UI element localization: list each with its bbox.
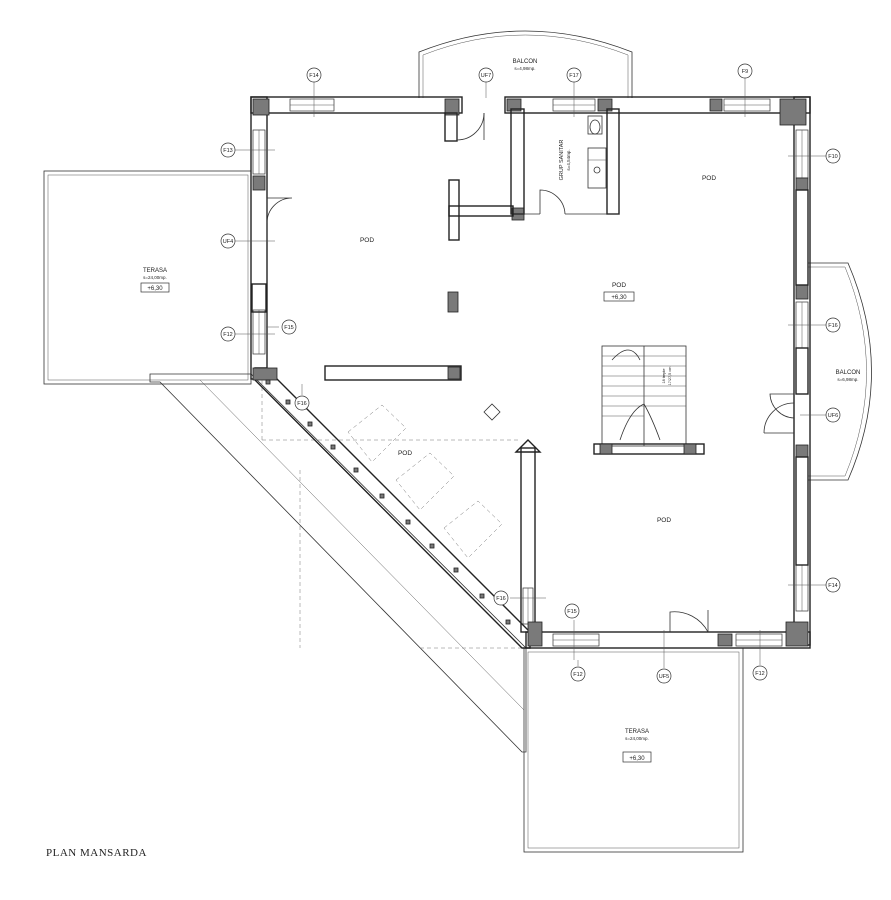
tag-f15-low: F15 [567, 609, 576, 615]
tag-f16-low: F16 [496, 596, 505, 602]
tag-uf4: UF4 [223, 239, 233, 245]
stairs-note-1: 18 trepte [662, 369, 666, 384]
tag-leaders [235, 78, 826, 668]
terrace-bottom [523, 647, 744, 853]
outer-walls [250, 96, 811, 649]
tag-f9: F9 [742, 69, 748, 75]
grup-sanitar-name: GRUP SANITAR [559, 140, 565, 181]
tag-f12-bottom: F12 [573, 672, 582, 678]
doors [266, 112, 795, 633]
tag-f16-right: F16 [828, 323, 837, 329]
diagonal-posts [265, 379, 511, 625]
tag-f12-left: F12 [223, 332, 232, 338]
columns [252, 98, 809, 647]
balcony-right-area: s=6,98mp. [837, 377, 858, 382]
tag-f16-diag: F16 [297, 401, 306, 407]
tag-f14-right: F14 [828, 583, 837, 589]
tag-f10: F10 [828, 154, 837, 160]
balcony-right-name: BALCON [836, 370, 861, 376]
room-pod-bottom-right: POD [657, 517, 671, 524]
tag-f17: F17 [569, 73, 578, 79]
stairs-note-2: 17/27,5 cm [668, 367, 672, 386]
balcony-top-name: BALCON [513, 59, 538, 65]
element-tags: F14 UF7 F17 F9 F13 F10 UF4 F12 F15 F16 F… [220, 63, 841, 684]
outdoor-labels: BALCON s=4,98mp. BALCON s=6,98mp. TERASA… [140, 59, 861, 763]
room-pod-diagonal: POD [398, 450, 412, 457]
room-pod-center: POD [612, 282, 626, 289]
terrace-left-name: TERASA [143, 268, 167, 274]
room-pod-top-left: POD [360, 237, 374, 244]
balcony-right [808, 262, 872, 481]
tag-f15-left: F15 [284, 325, 293, 331]
tag-uf5: UF5 [659, 674, 669, 680]
tag-f13: F13 [223, 148, 232, 154]
staircase [593, 345, 705, 455]
terrace-bottom-area: s=24,00mp. [625, 736, 649, 741]
terrace-left-level: +6,30 [147, 286, 163, 292]
tag-uf7: UF7 [481, 73, 491, 79]
skylights [347, 403, 503, 559]
interior-partitions [251, 112, 809, 566]
room-pod-top-right: POD [702, 175, 716, 182]
tag-f12-bottom-right: F12 [755, 671, 764, 677]
room-pod-level: +6,30 [611, 295, 627, 301]
roof-slope [149, 373, 527, 753]
window-openings [252, 98, 809, 647]
balcony-top [418, 30, 633, 98]
grup-sanitar-area: s=4,54mp. [566, 149, 571, 170]
drawing-title: PLAN MANSARDA [46, 847, 147, 859]
tag-f14-top: F14 [309, 73, 318, 79]
room-labels: POD POD POD +6,30 POD POD GRUP SANITAR s… [360, 140, 716, 524]
tag-uf6: UF6 [828, 413, 838, 419]
terrace-bottom-level: +6,30 [629, 756, 645, 762]
balcony-top-area: s=4,98mp. [514, 66, 535, 71]
terrace-left-area: s=24,00mp. [143, 275, 167, 280]
terrace-bottom-name: TERASA [625, 729, 649, 735]
sanitary-room [510, 108, 620, 215]
